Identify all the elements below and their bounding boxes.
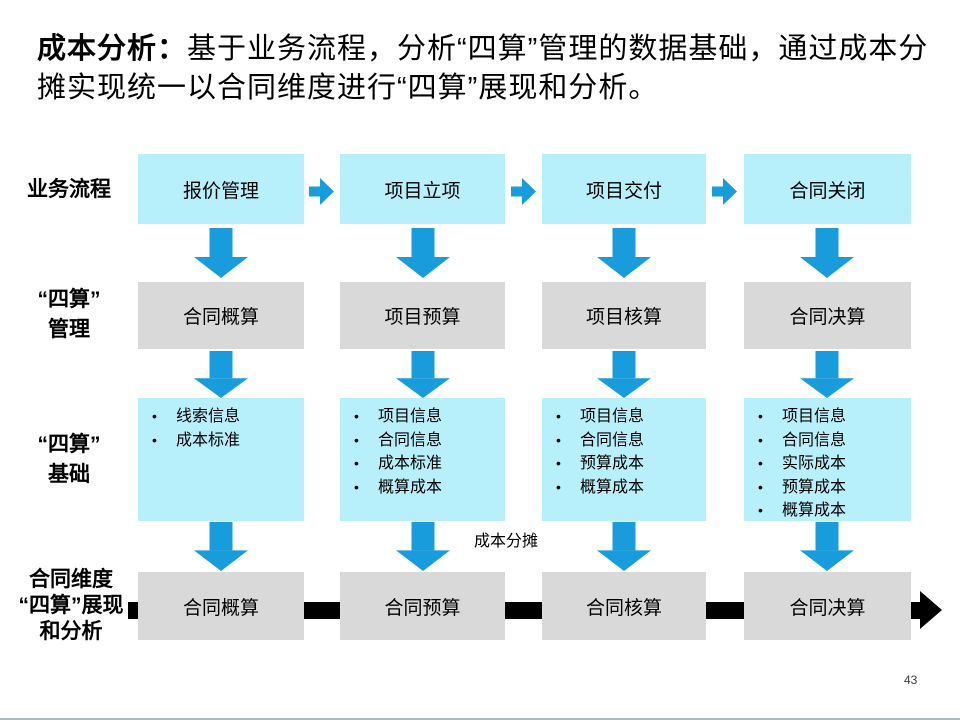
flow-stage-box: 合同关闭 — [744, 154, 911, 224]
bullet-dot-icon: • — [758, 478, 763, 495]
mgmt-box: 合同概算 — [138, 282, 304, 349]
bullet-text: 项目信息 — [378, 408, 443, 425]
bullet-item: • 预算成本 — [556, 452, 702, 476]
arrow-down-icon — [194, 351, 248, 398]
cost-allocation-label: 成本分摊 — [474, 533, 539, 550]
bullet-item: • 成本标准 — [152, 429, 300, 453]
arrow-right-icon — [309, 178, 334, 205]
basis-box: • 线索信息 • 成本标准 — [138, 398, 304, 521]
bullet-item: • 合同信息 — [758, 429, 907, 453]
bullet-dot-icon: • — [556, 408, 561, 424]
bullet-dot-icon: • — [758, 455, 763, 471]
row-label-four-calc-mgmt: “四算” 管理 — [37, 288, 101, 341]
basis-bullet-list: • 项目信息 • 合同信息 • 成本标准 • 概算成本 — [340, 398, 505, 499]
bullet-text: 线索信息 — [176, 408, 241, 425]
bullet-item: • 合同信息 — [556, 429, 702, 453]
bullet-dot-icon: • — [758, 408, 763, 424]
mgmt-box: 合同决算 — [744, 282, 911, 349]
bullet-item: • 概算成本 — [556, 476, 702, 500]
bullet-item: • 预算成本 — [758, 476, 907, 500]
display-box: 合同决算 — [744, 572, 911, 640]
bullet-text: 成本标准 — [378, 455, 443, 472]
bullet-dot-icon: • — [354, 478, 359, 495]
arrow-down-icon — [597, 351, 651, 398]
bullet-text: 概算成本 — [378, 478, 443, 496]
bullet-dot-icon: • — [354, 431, 359, 448]
bullet-item: • 概算成本 — [758, 499, 907, 523]
bullet-text: 预算成本 — [782, 478, 847, 496]
bullet-text: 项目信息 — [782, 408, 847, 425]
bullet-item: • 项目信息 — [354, 405, 501, 429]
arrow-down-icon — [396, 228, 450, 278]
bullet-text: 合同信息 — [580, 431, 645, 449]
flow-stage-box: 报价管理 — [138, 154, 304, 224]
arrow-down-icon — [194, 522, 248, 571]
arrow-down-icon — [800, 522, 854, 571]
display-box: 合同核算 — [542, 572, 706, 640]
display-box: 合同概算 — [138, 572, 304, 640]
bullet-text: 项目信息 — [580, 408, 645, 425]
arrow-right-icon — [712, 178, 737, 205]
bullet-dot-icon: • — [556, 455, 561, 471]
bullet-text: 合同信息 — [378, 431, 443, 449]
bullet-dot-icon: • — [758, 431, 763, 448]
arrow-down-icon — [597, 522, 651, 571]
flow-bar-arrowhead-icon — [920, 591, 942, 629]
basis-box: • 项目信息 • 合同信息 • 成本标准 • 概算成本 — [340, 398, 505, 521]
bullet-item: • 成本标准 — [354, 452, 501, 476]
mgmt-box: 项目预算 — [340, 282, 505, 349]
bullet-item: • 概算成本 — [354, 476, 501, 500]
bullet-dot-icon: • — [556, 478, 561, 495]
contract-flow-bar — [128, 602, 922, 619]
bullet-item: • 项目信息 — [758, 405, 907, 429]
slide-title: 成本分析：基于业务流程，分析“四算”管理的数据基础，通过成本分摊实现统一以合同维… — [37, 30, 937, 108]
bullet-dot-icon: • — [152, 408, 157, 424]
basis-box: • 项目信息 • 合同信息 • 实际成本 • 预算成本 • 概算成本 — [744, 398, 911, 521]
row-label-business-process: 业务流程 — [27, 177, 111, 201]
bullet-dot-icon: • — [152, 431, 157, 448]
bullet-dot-icon: • — [556, 431, 561, 448]
bullet-text: 实际成本 — [782, 455, 847, 472]
arrow-down-icon — [800, 228, 854, 278]
bullet-dot-icon: • — [354, 455, 359, 471]
row-label-contract-dim-display: 合同维度 “四算”展现 和分析 — [18, 568, 124, 643]
arrow-right-icon — [511, 178, 536, 205]
basis-bullet-list: • 项目信息 • 合同信息 • 实际成本 • 预算成本 • 概算成本 — [744, 398, 911, 523]
bullet-text: 概算成本 — [782, 502, 847, 519]
arrow-down-icon — [396, 522, 450, 571]
bullet-item: • 线索信息 — [152, 405, 300, 429]
page-number: 43 — [904, 673, 918, 687]
arrow-down-icon — [800, 351, 854, 398]
bullet-text: 预算成本 — [580, 455, 645, 472]
basis-bullet-list: • 线索信息 • 成本标准 — [138, 398, 304, 452]
flow-stage-box: 项目立项 — [340, 154, 505, 224]
row-label-four-calc-basis: “四算” 基础 — [37, 432, 101, 486]
display-box: 合同预算 — [340, 572, 505, 640]
basis-box: • 项目信息 • 合同信息 • 预算成本 • 概算成本 — [542, 398, 706, 521]
bullet-text: 概算成本 — [580, 478, 645, 496]
basis-bullet-list: • 项目信息 • 合同信息 • 预算成本 • 概算成本 — [542, 398, 706, 499]
slide-bottom-edge — [0, 718, 960, 720]
arrow-down-icon — [396, 351, 450, 398]
slide-title-body: 基于业务流程，分析“四算”管理的数据基础，通过成本分摊实现统一以合同维度进行“四… — [37, 33, 929, 104]
bullet-dot-icon: • — [354, 408, 359, 424]
arrow-down-icon — [194, 228, 248, 278]
bullet-item: • 项目信息 — [556, 405, 702, 429]
arrow-down-icon — [597, 228, 651, 278]
bullet-text: 合同信息 — [782, 431, 847, 449]
bullet-item: • 合同信息 — [354, 429, 501, 453]
slide-title-lead: 成本分析： — [37, 33, 188, 65]
bullet-dot-icon: • — [758, 502, 763, 518]
flow-stage-box: 项目交付 — [542, 154, 706, 224]
bullet-item: • 实际成本 — [758, 452, 907, 476]
mgmt-box: 项目核算 — [542, 282, 706, 349]
bullet-text: 成本标准 — [176, 431, 241, 449]
